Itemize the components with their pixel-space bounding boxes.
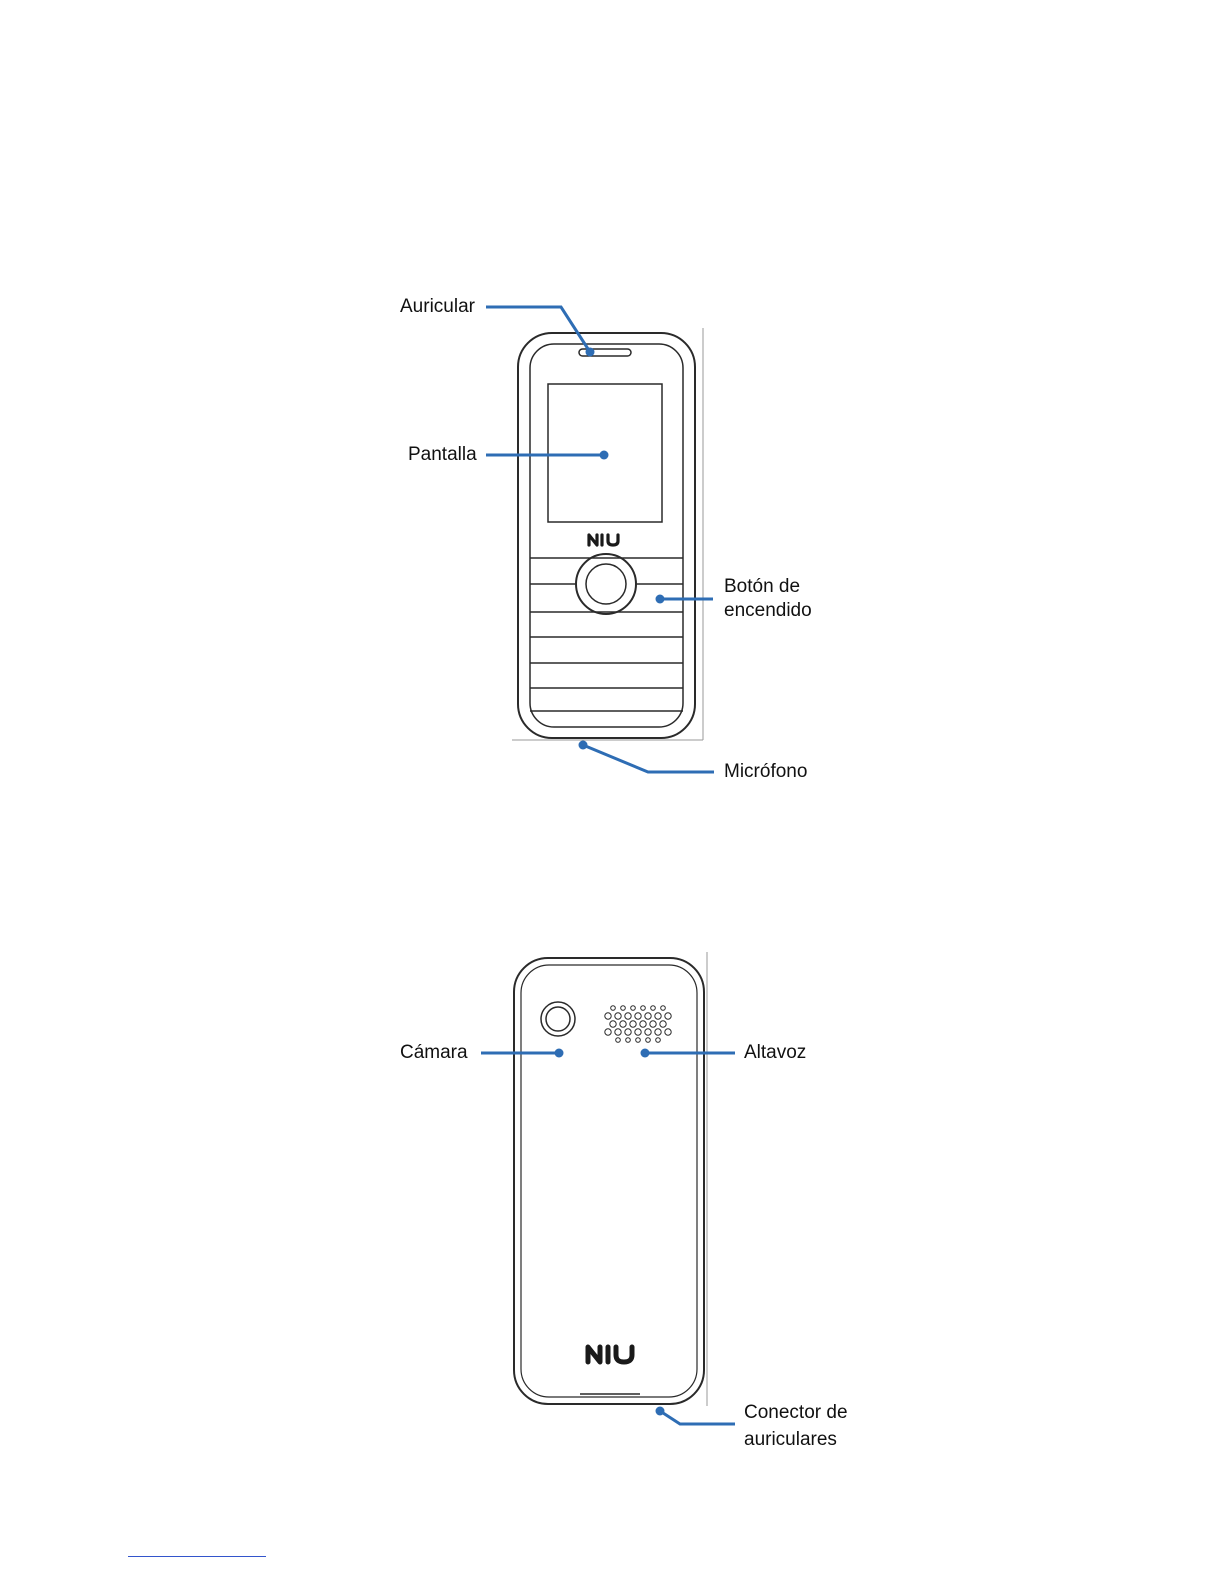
- camera-lens: [546, 1007, 570, 1031]
- speaker-label: Altavoz: [744, 1041, 806, 1065]
- power-button-label: Botón de encendido: [724, 575, 812, 623]
- earpiece-dot: [586, 348, 595, 357]
- headphone-dot: [656, 1407, 665, 1416]
- footer-rule: [128, 1556, 266, 1557]
- microphone-callout-line: [583, 745, 714, 772]
- power-dot: [656, 595, 665, 604]
- headphone-callout-line: [660, 1411, 735, 1424]
- headphone-jack-label-line1: Conector de: [744, 1399, 848, 1426]
- front-callouts: [486, 307, 714, 772]
- keypad: [530, 558, 683, 711]
- screen-label: Pantalla: [408, 443, 477, 467]
- niu-logo-back: [588, 1347, 632, 1362]
- front-view: [512, 328, 703, 740]
- power-button-label-line2: encendido: [724, 599, 812, 623]
- headphone-jack-label: Conector de auriculares: [744, 1399, 848, 1453]
- speaker-grille: [605, 1006, 671, 1043]
- front-callout-dots: [579, 348, 665, 750]
- camera-label: Cámara: [400, 1041, 468, 1065]
- speaker-dot: [641, 1049, 650, 1058]
- niu-logo-front: [589, 535, 618, 545]
- camera-dot: [555, 1049, 564, 1058]
- headphone-jack-label-line2: auriculares: [744, 1426, 848, 1453]
- back-view: [514, 952, 707, 1406]
- microphone-dot: [579, 741, 588, 750]
- microphone-label: Micrófono: [724, 760, 807, 784]
- screen-dot: [600, 451, 609, 460]
- earpiece-label: Auricular: [400, 295, 475, 319]
- earpiece-callout-line: [486, 307, 590, 352]
- nav-center-key: [586, 564, 626, 604]
- power-button-label-line1: Botón de: [724, 575, 812, 599]
- nav-ring: [576, 554, 636, 614]
